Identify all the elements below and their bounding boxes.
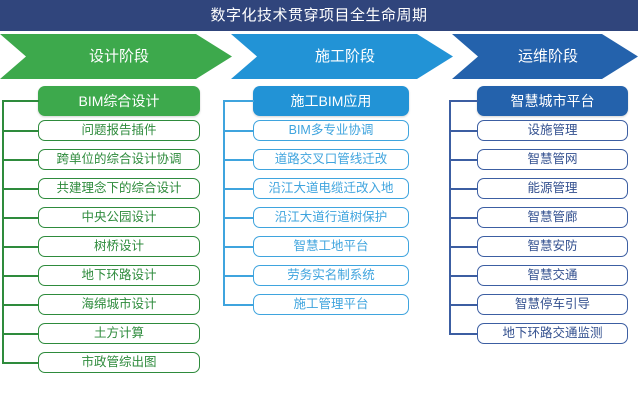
connector-branch [449,130,478,132]
list-item[interactable]: 地下环路设计 [38,265,200,286]
connector-branch [2,159,39,161]
list-item-label: BIM多专业协调 [288,123,374,138]
list-item[interactable]: 市政管综出图 [38,352,200,373]
connector-branch [2,275,39,277]
stage-label-construction: 施工阶段 [314,48,375,65]
stage-chevron-design[interactable]: 设计阶段 [0,34,232,79]
list-item-label: 劳务实名制系统 [287,268,375,283]
list-item-label: 跨单位的综合设计协调 [56,152,182,167]
list-item-label: 设施管理 [527,123,578,138]
list-item[interactable]: 问题报告插件 [38,120,200,141]
list-item-label: 智慧停车引导 [514,297,590,312]
list-item[interactable]: 施工管理平台 [253,294,409,315]
stage-label-operations: 运维阶段 [517,48,578,65]
list-item-label: 智慧管廊 [527,210,578,225]
connector-branch [449,159,478,161]
construction-column-header[interactable]: 施工BIM应用 [253,86,409,116]
list-item-label: 共建理念下的综合设计 [56,181,182,196]
page-title: 数字化技术贯穿项目全生命周期 [210,7,428,24]
list-item-label: 智慧管网 [527,152,578,167]
stage-chevron-operations[interactable]: 运维阶段 [452,34,638,79]
connector-branch [2,246,39,248]
connector-branch [2,217,39,219]
stage-chevron-construction[interactable]: 施工阶段 [231,34,453,79]
list-item-label: 土方计算 [93,326,144,341]
stage-label-design: 设计阶段 [88,48,149,65]
list-item[interactable]: 智慧管廊 [477,207,628,228]
list-item[interactable]: 树桥设计 [38,236,200,257]
list-item-label: 沿江大道行道树保护 [274,210,388,225]
connector-branch [449,217,478,219]
connector-branch [2,304,39,306]
list-item-label: 地下环路交通监测 [502,326,603,341]
connector-branch [223,159,254,161]
connector-branch [223,246,254,248]
list-item[interactable]: 智慧停车引导 [477,294,628,315]
connector-branch [2,362,39,364]
list-item-label: 施工管理平台 [293,297,369,312]
design-column-header[interactable]: BIM综合设计 [38,86,200,116]
connector-branch-header [2,100,39,102]
connector-spine [449,100,451,335]
list-item-label: 智慧安防 [527,239,578,254]
list-item[interactable]: 智慧工地平台 [253,236,409,257]
list-item-label: 海绵城市设计 [81,297,157,312]
list-item-label: 问题报告插件 [81,123,157,138]
stage-chevron-row: 设计阶段 施工阶段 运维阶段 [0,34,638,79]
connector-branch [449,275,478,277]
list-item[interactable]: 跨单位的综合设计协调 [38,149,200,170]
connector-branch-header [449,100,478,102]
list-item[interactable]: 智慧交通 [477,265,628,286]
connector-branch [223,188,254,190]
list-item[interactable]: 沿江大道行道树保护 [253,207,409,228]
list-item[interactable]: 沿江大道电缆迁改入地 [253,178,409,199]
list-item[interactable]: 土方计算 [38,323,200,344]
list-item[interactable]: BIM多专业协调 [253,120,409,141]
list-item-label: 树桥设计 [93,239,144,254]
connector-branch [449,333,478,335]
connector-branch [449,188,478,190]
connector-branch-header [223,100,254,102]
list-item-label: 能源管理 [527,181,578,196]
list-item[interactable]: 劳务实名制系统 [253,265,409,286]
connector-branch [223,130,254,132]
list-item-label: 道路交叉口管线迁改 [274,152,388,167]
list-item-label: 智慧交通 [527,268,578,283]
list-item-label: 市政管综出图 [81,355,157,370]
list-item[interactable]: 能源管理 [477,178,628,199]
list-item[interactable]: 道路交叉口管线迁改 [253,149,409,170]
connector-branch [2,130,39,132]
list-item[interactable]: 共建理念下的综合设计 [38,178,200,199]
list-item[interactable]: 中央公园设计 [38,207,200,228]
connector-branch [223,275,254,277]
operations-column-header[interactable]: 智慧城市平台 [477,86,628,116]
list-item[interactable]: 海绵城市设计 [38,294,200,315]
connector-branch [449,246,478,248]
list-item-label: 沿江大道电缆迁改入地 [268,181,394,196]
connector-spine [223,100,225,306]
connector-branch [2,333,39,335]
list-item-label: 中央公园设计 [81,210,157,225]
connector-branch [2,188,39,190]
list-item[interactable]: 设施管理 [477,120,628,141]
connector-spine [2,100,4,364]
list-item-label: 智慧工地平台 [293,239,369,254]
list-item-label: 地下环路设计 [81,268,157,283]
list-item[interactable]: 智慧安防 [477,236,628,257]
list-item[interactable]: 地下环路交通监测 [477,323,628,344]
list-item[interactable]: 智慧管网 [477,149,628,170]
connector-branch [223,304,254,306]
connector-branch [449,304,478,306]
connector-branch [223,217,254,219]
title-banner: 数字化技术贯穿项目全生命周期 [0,0,638,31]
